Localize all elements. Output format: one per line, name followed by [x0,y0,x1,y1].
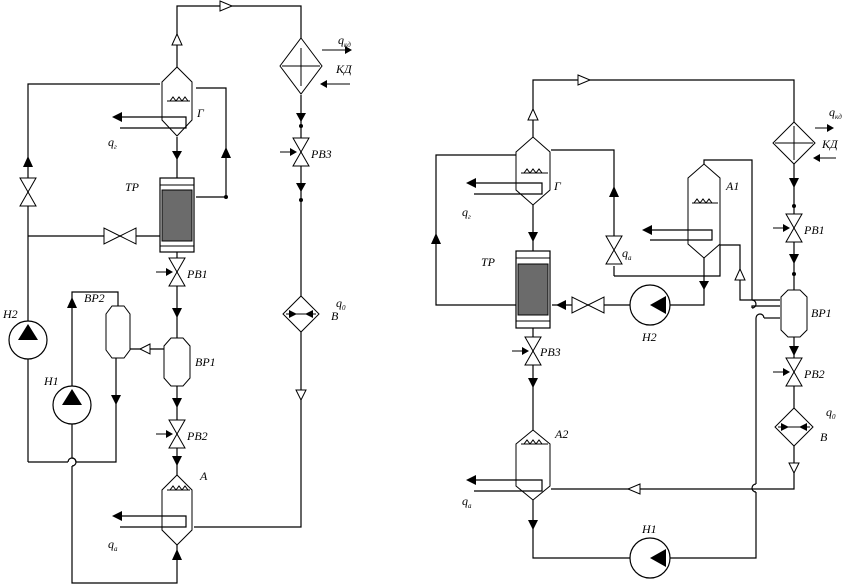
label-evaporator-r: В [820,430,828,444]
label-condenser-r: КД [821,137,839,151]
condenser-hx-r [772,121,836,165]
label-q-evaporator: q0 [336,296,346,312]
label-h1-r: Н1 [641,522,657,536]
label-evaporator: В [331,309,339,323]
separator-vessel [105,305,131,359]
label-generator: Г [196,106,205,120]
pump-h1 [52,385,92,425]
label-absorber1: А1 [725,179,739,193]
valve-reactor-inlet-r [571,296,605,314]
valve-reactor-inlet [103,227,137,245]
label-rv1-r: РВ1 [803,223,825,237]
label-h1: Н1 [43,374,59,388]
right-flow-arrows [431,74,800,530]
valve-rv1 [156,257,186,287]
label-rv1: РВ1 [186,267,208,281]
label-h2-r: Н2 [641,330,657,344]
left-scheme: Г ТР КД В А ВР1 ВР2 РВ1 РВ2 РВ3 Н2 Н1 qг… [2,0,353,584]
valve-a1-line [605,235,623,265]
valve-rv3 [280,137,310,167]
label-bp1-r: ВР1 [811,306,832,320]
pump-h2-r [629,284,671,326]
label-generator-r: Г [553,179,562,193]
valve-rv2 [156,419,186,449]
label-reactor: ТР [125,180,140,194]
generator-vessel-r [466,136,551,206]
label-q-absorber1: qа [622,246,632,262]
right-labels: Г ТР А1 А2 КД В ВР1 РВ1 РВ2 РВ3 Н2 Н1 qг… [462,105,842,536]
label-bp2: ВР2 [84,291,105,305]
right-piping [435,79,795,559]
valve-rv3-r [512,336,542,366]
label-absorber: А [199,469,208,483]
left-flow-arrows [23,0,307,560]
label-q-condenser-r: qкд [829,105,842,121]
solution-exchanger-vessel [163,337,191,387]
label-rv3-r: РВ3 [539,345,561,359]
pump-h2 [8,320,48,360]
label-q-absorber: qа [108,537,118,553]
label-q-evaporator-r: q0 [826,405,836,421]
evaporator-hx-r [774,407,814,447]
label-q-absorber2: qа [462,494,472,510]
valve-rv2-r [773,357,803,387]
pump-h1-r [629,537,671,579]
condenser-hx [279,37,352,95]
evaporator-hx [282,295,320,333]
label-q-generator: qг [108,135,117,151]
reactor-vessel [159,177,195,253]
label-rv2-r: РВ2 [803,367,825,381]
valve-rv1-r [773,213,803,243]
label-absorber2: А2 [554,427,568,441]
label-bp1: ВР1 [195,355,216,369]
label-q-generator-r: qг [462,205,471,221]
absorber-vessel [112,474,193,546]
label-h2: Н2 [2,307,18,321]
label-reactor-r: ТР [481,255,496,269]
absorber2-vessel [466,429,551,501]
left-labels: Г ТР КД В А ВР1 ВР2 РВ1 РВ2 РВ3 Н2 Н1 qг… [2,33,353,553]
label-rv3: РВ3 [310,147,332,161]
reactor-vessel-r [515,250,551,329]
absorber1-vessel [642,163,721,259]
label-condenser: КД [335,62,353,76]
label-q-condenser: qкд [338,33,351,49]
right-scheme: Г ТР А1 А2 КД В ВР1 РВ1 РВ2 РВ3 Н2 Н1 qг… [431,74,842,579]
label-rv2: РВ2 [186,429,208,443]
solution-exchanger-vessel-r [780,289,808,338]
valve-h2-line [19,177,37,207]
generator-vessel [112,66,193,137]
